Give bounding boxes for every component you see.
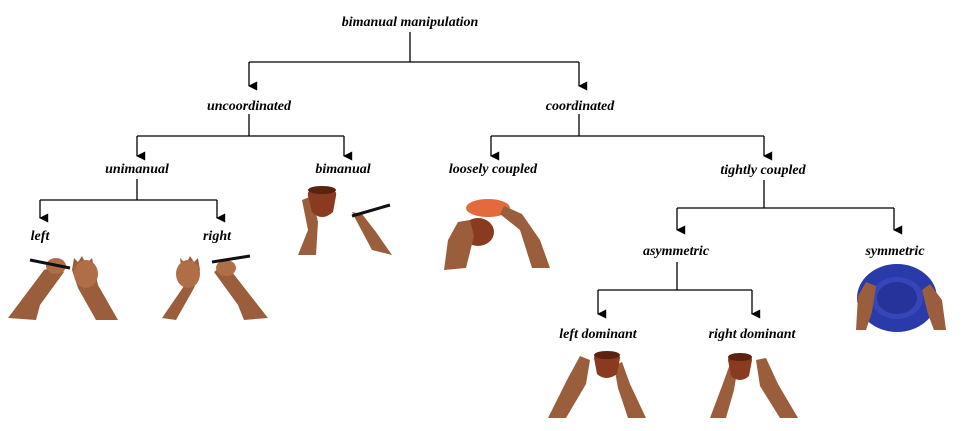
connector-uncoordinated	[137, 114, 344, 137]
hands-disc-pot-image	[444, 199, 550, 270]
node-right-dominant: right dominant	[709, 327, 797, 342]
node-tightly-coupled: tightly coupled	[720, 163, 806, 178]
node-left-dominant: left dominant	[559, 327, 638, 342]
node-coordinated: coordinated	[546, 99, 615, 114]
connector-unimanual	[40, 179, 217, 201]
hands-pen-left-image	[8, 256, 118, 320]
node-unimanual: unimanual	[105, 162, 169, 177]
node-uncoordinated: uncoordinated	[207, 99, 292, 114]
hands-plate-image	[856, 264, 946, 332]
connector-tightly-coupled	[677, 180, 894, 209]
connector-root	[249, 32, 579, 63]
node-bimanual-manipulation: bimanual manipulation	[342, 15, 479, 30]
hands-pen-right-image	[162, 254, 268, 320]
hands-pot-right-dominant-image	[710, 353, 798, 418]
hands-pot-pen-image	[298, 186, 392, 255]
hands-pot-left-dominant-image	[548, 351, 646, 418]
node-loosely-coupled: loosely coupled	[449, 162, 538, 177]
tree-connectors	[39, 32, 903, 319]
connector-asymmetric	[598, 262, 752, 291]
node-symmetric: symmetric	[864, 244, 925, 259]
connector-coordinated	[491, 114, 764, 137]
node-bimanual: bimanual	[315, 162, 370, 177]
node-asymmetric: asymmetric	[643, 244, 710, 259]
node-labels: bimanual manipulation uncoordinated coor…	[31, 15, 926, 342]
node-right: right	[203, 229, 232, 244]
node-left: left	[31, 229, 51, 244]
